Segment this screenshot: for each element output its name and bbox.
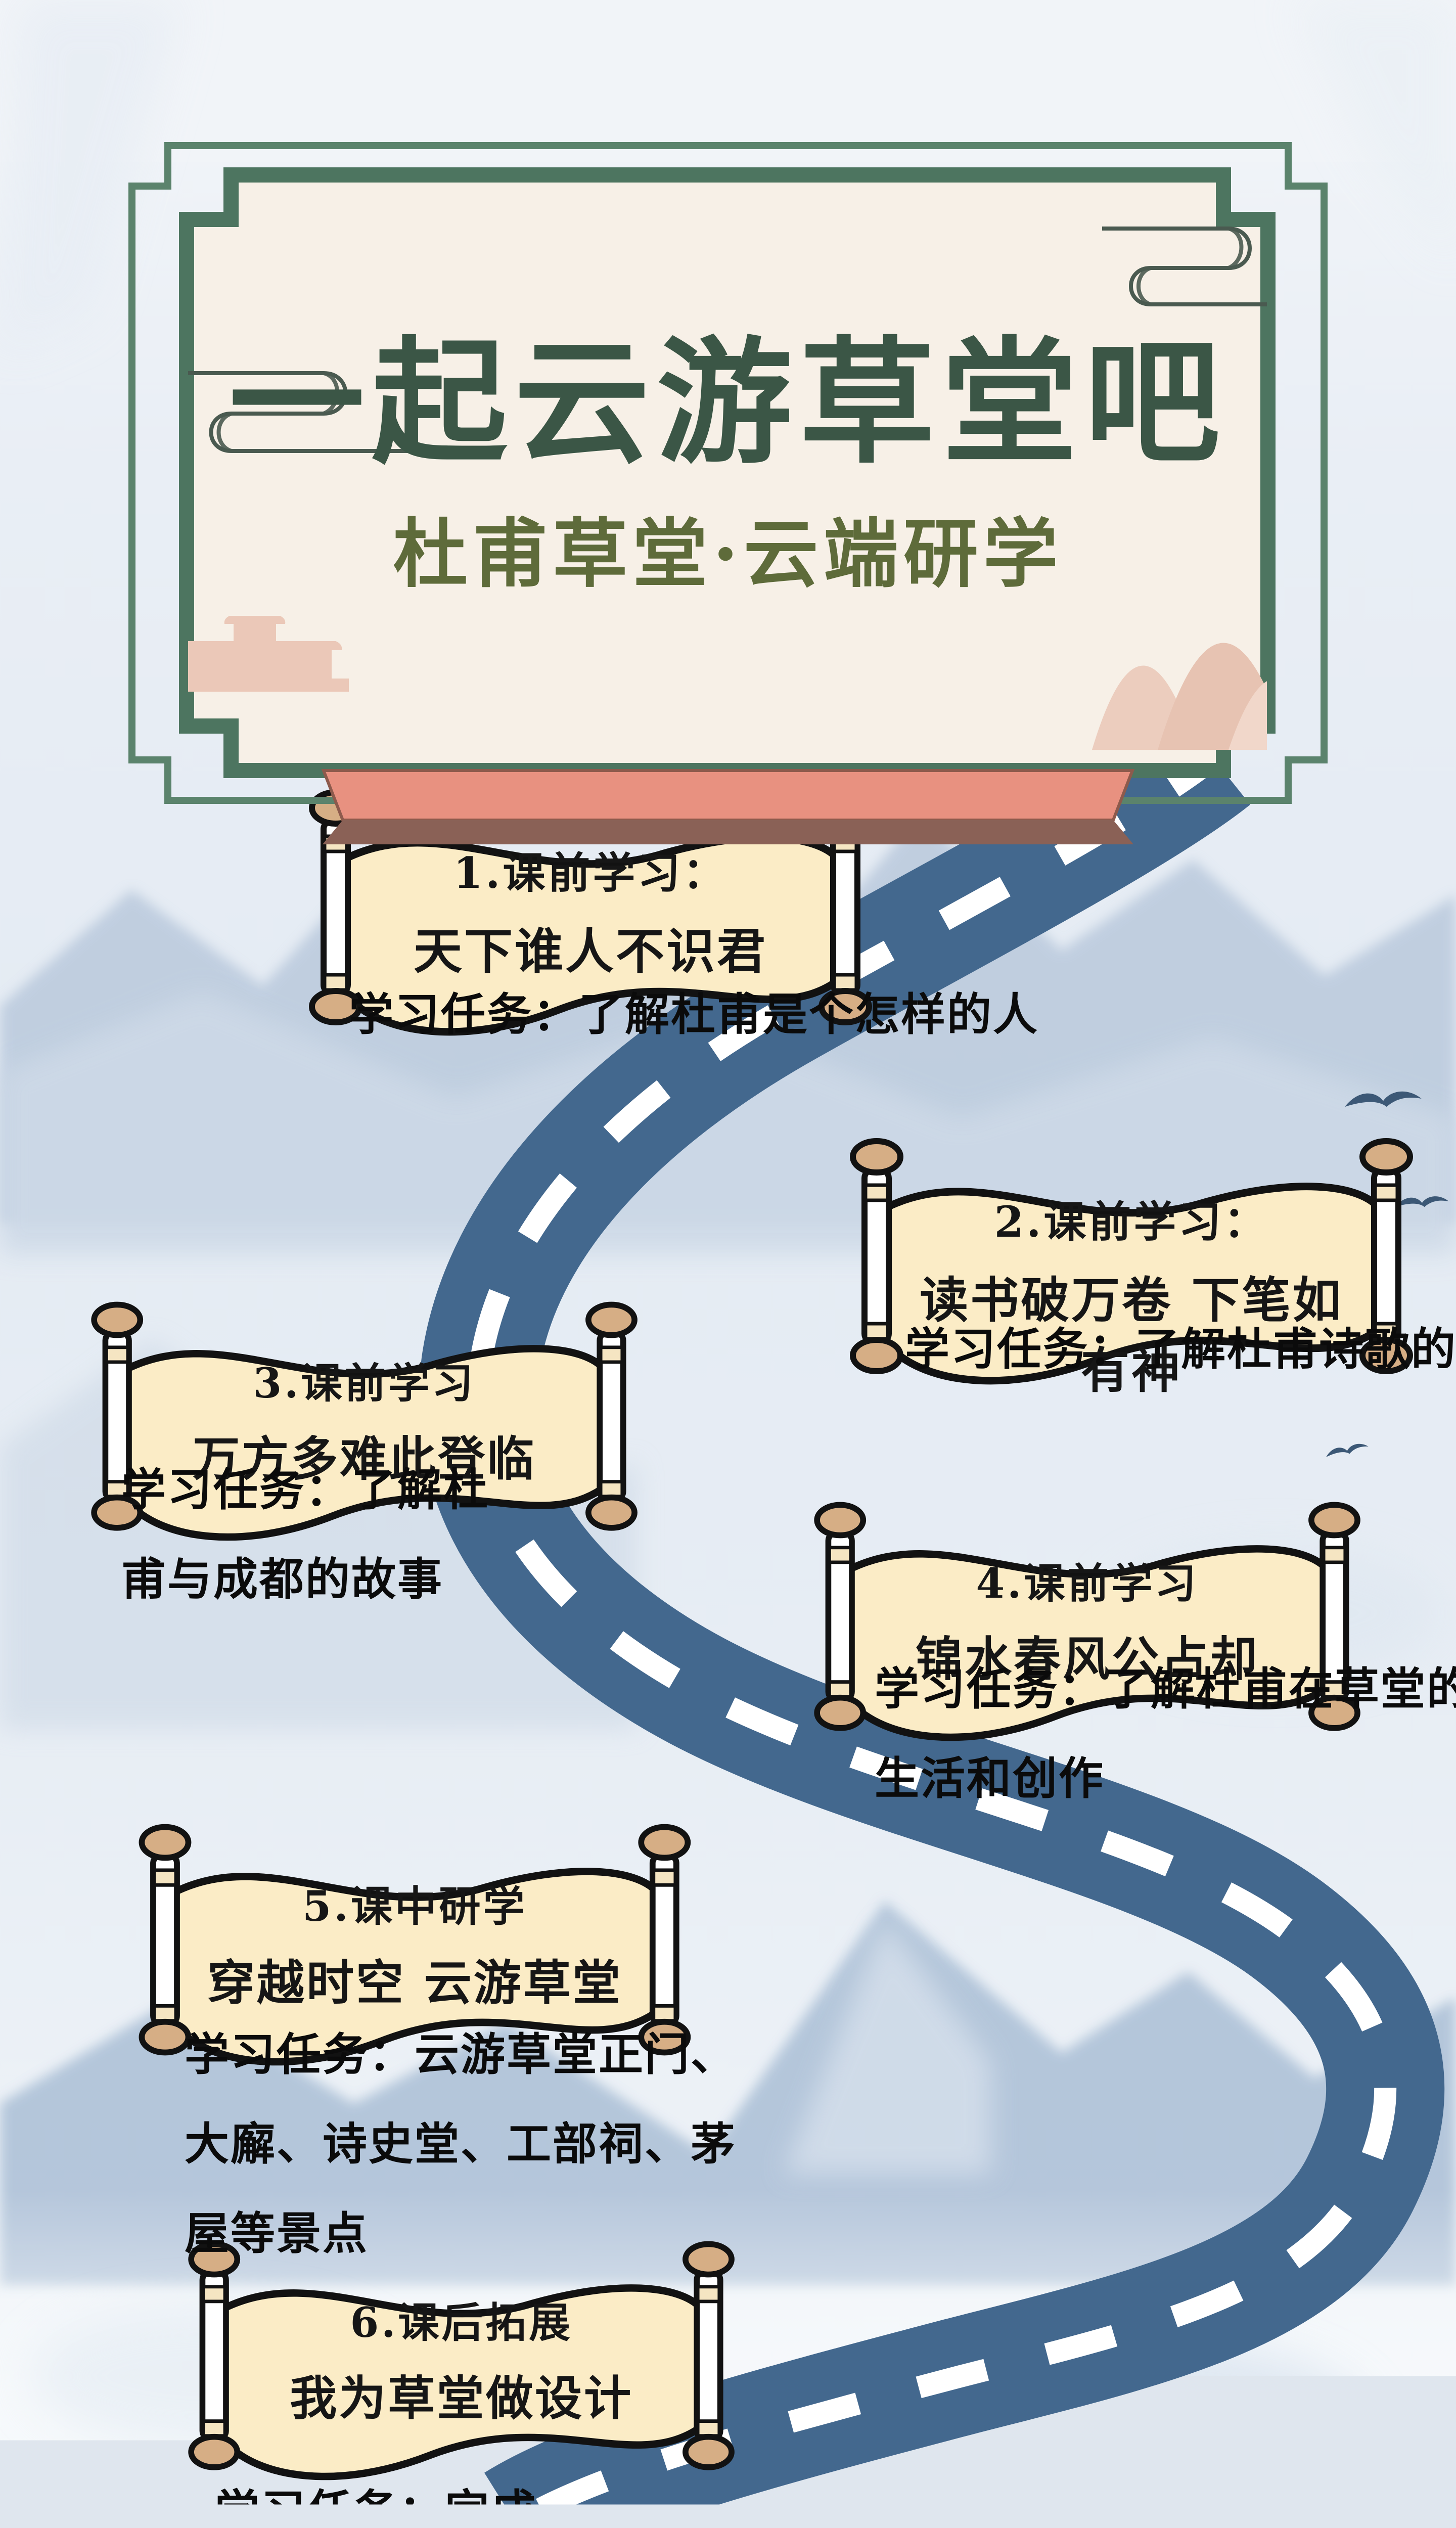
- study-journey-poster: 1.课前学习： 天下谁人不识君 2.课前学习： 读书破万卷 下笔如有神 3.课前…: [0, 0, 1456, 2528]
- congrats-plaque: [0, 0, 1456, 2528]
